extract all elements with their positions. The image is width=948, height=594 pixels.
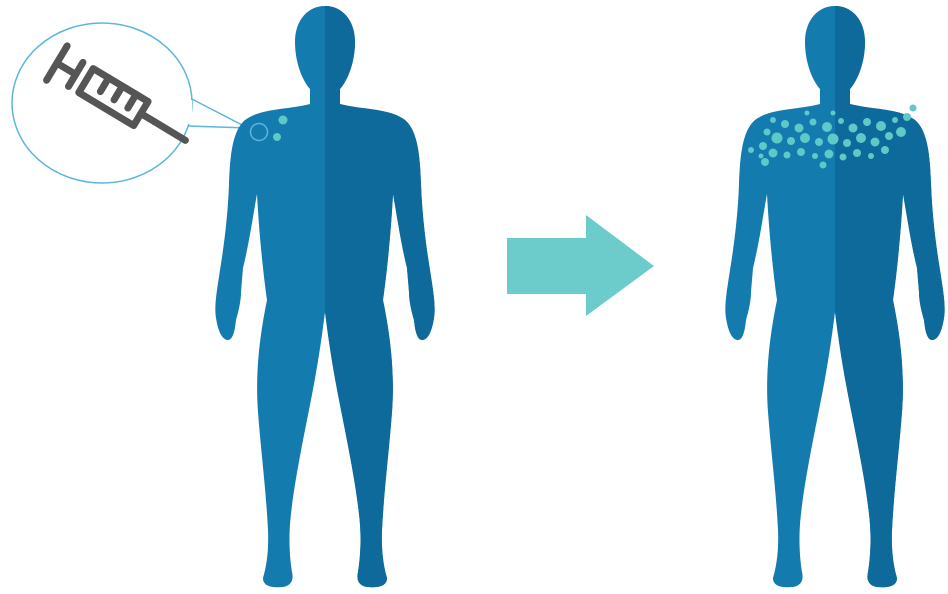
human-figure-after xyxy=(725,6,944,587)
human-figure-before xyxy=(215,6,434,587)
right-arrow-icon xyxy=(507,215,654,316)
callout-pointer xyxy=(186,96,248,128)
injection-callout xyxy=(12,23,248,183)
